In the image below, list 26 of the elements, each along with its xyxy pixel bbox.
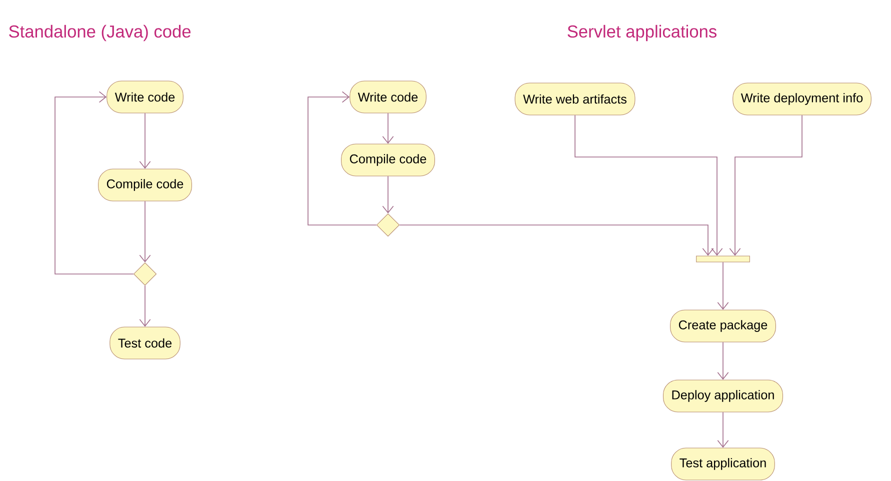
action-pill: Write deployment info (732, 82, 872, 116)
arrow (574, 114, 723, 256)
action-pill: Write code (106, 80, 184, 114)
action-pill: Compile code (98, 168, 192, 202)
arrow (139, 200, 151, 262)
arrow (139, 285, 151, 327)
arrow (308, 91, 377, 226)
arrow (729, 114, 802, 256)
action-pill: Create package (670, 310, 776, 342)
join-bar (696, 256, 750, 262)
arrow (382, 112, 394, 144)
action-pill: Write code (350, 80, 426, 114)
arrow (382, 176, 394, 214)
action-pill: Compile code (341, 144, 435, 176)
action-pill: Deploy application (662, 380, 784, 412)
arrow (717, 342, 729, 380)
section-title: Standalone (Java) code (9, 24, 191, 42)
action-pill: Write web artifacts (514, 82, 636, 116)
arrow (717, 262, 729, 310)
arrow (139, 112, 151, 169)
section-title: Servlet applications (568, 24, 716, 42)
arrow (54, 91, 134, 274)
arrow (399, 224, 714, 256)
action-pill: Test code (110, 326, 180, 360)
action-pill: Test application (671, 448, 775, 480)
arrow (717, 412, 729, 448)
